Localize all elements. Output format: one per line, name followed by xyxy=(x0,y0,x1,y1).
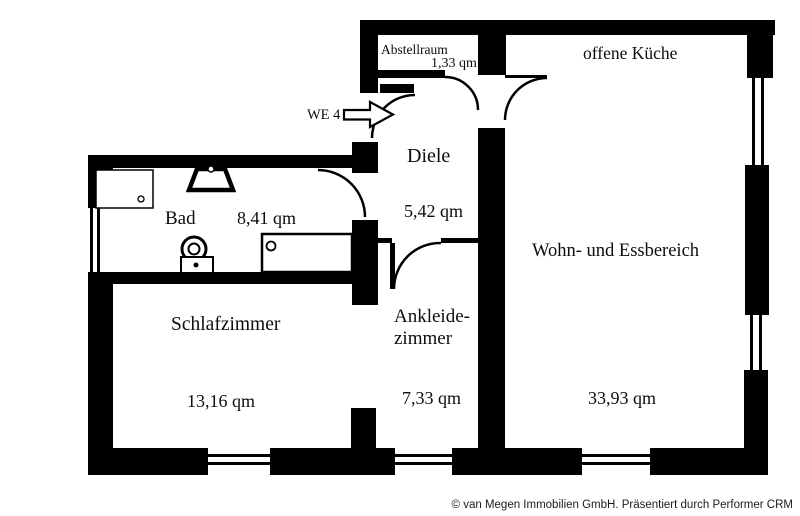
entrance-arrow-icon xyxy=(342,100,396,129)
bath-fixtures xyxy=(95,165,354,274)
area-ankleidezimmer: 7,33 qm xyxy=(402,388,461,408)
window-schlafzimmer xyxy=(208,454,270,457)
wall-bottom-4 xyxy=(650,448,768,475)
wall-ankleide-top-left xyxy=(378,238,392,243)
room-labels: Abstellraum 1,33 qm offene Küche Diele 5… xyxy=(165,42,699,411)
footer-copyright: © van Megen Immobilien GmbH. Präsentiert… xyxy=(452,499,793,511)
wall-central-upper xyxy=(478,35,506,75)
door-ankleide-arc xyxy=(392,241,442,290)
shower-tray-icon xyxy=(95,169,154,209)
wall-left-lower xyxy=(88,272,113,475)
wall-right-top xyxy=(747,20,773,78)
door-ankleide-leaf xyxy=(390,243,395,289)
area-abstellraum: 1,33 qm xyxy=(431,56,477,71)
door-bad-arc xyxy=(317,168,367,218)
window-ankleide xyxy=(395,454,452,457)
label-bad: Bad xyxy=(165,208,196,229)
wall-top xyxy=(360,20,775,35)
doors xyxy=(317,75,548,290)
wall-upper-left xyxy=(360,20,378,93)
bathtub-tap-icon xyxy=(265,240,277,252)
wall-bottom-3 xyxy=(452,448,582,475)
window-wohnbereich-right xyxy=(750,315,753,370)
wall-central-lower xyxy=(478,128,505,458)
bathtub-icon xyxy=(260,232,354,274)
label-ankleidezimmer-line1: Ankleide- xyxy=(394,306,470,327)
area-diele: 5,42 qm xyxy=(404,201,463,221)
window-ankleide xyxy=(395,462,452,465)
wall-bottom-1 xyxy=(88,448,208,475)
entrance-marker: WE 4 xyxy=(307,100,396,129)
window-kueche-right xyxy=(761,78,764,165)
window-wohnbereich-bottom xyxy=(582,462,650,465)
wall-stub-bottom xyxy=(351,408,376,452)
area-schlafzimmer: 13,16 qm xyxy=(187,391,255,411)
window-bad-left xyxy=(97,208,100,272)
label-ankleidezimmer-line2: zimmer xyxy=(394,328,453,349)
label-offene-kueche: offene Küche xyxy=(583,43,678,63)
windows xyxy=(90,78,764,465)
washbasin-icon xyxy=(185,166,237,193)
toilet-flush-dot-icon xyxy=(193,262,199,268)
wall-stub-middle xyxy=(352,220,378,305)
door-entrance-leaf xyxy=(380,84,414,93)
label-diele: Diele xyxy=(407,145,450,167)
washbasin-tap-icon xyxy=(207,165,215,173)
door-kueche-arc xyxy=(503,76,548,121)
walls xyxy=(88,20,775,475)
door-kueche-leaf xyxy=(505,75,547,78)
door-entrance-arc xyxy=(370,93,416,139)
label-schlafzimmer: Schlafzimmer xyxy=(171,314,281,335)
wall-ankleide-top-right xyxy=(441,238,480,243)
wall-bottom-2 xyxy=(270,448,395,475)
shower-drain-icon xyxy=(137,195,145,203)
wall-bad-schlafzimmer xyxy=(88,272,354,284)
window-schlafzimmer xyxy=(208,462,270,465)
toilet-bowl-inner-icon xyxy=(187,242,201,256)
entrance-label: WE 4 xyxy=(307,107,341,123)
area-bad: 8,41 qm xyxy=(237,208,296,228)
window-bad-left xyxy=(90,208,93,272)
area-wohn-essbereich: 33,93 qm xyxy=(588,388,656,408)
door-abstellraum-arc xyxy=(444,75,480,111)
window-kueche-right xyxy=(752,78,755,165)
window-wohnbereich-right xyxy=(759,315,762,370)
window-wohnbereich-bottom xyxy=(582,454,650,457)
label-abstellraum: Abstellraum xyxy=(381,42,448,57)
wall-right-mid xyxy=(745,165,769,315)
wall-abstellraum-bottom xyxy=(373,70,445,78)
label-wohn-essbereich: Wohn- und Essbereich xyxy=(532,241,699,261)
wall-bad-top xyxy=(88,155,358,168)
